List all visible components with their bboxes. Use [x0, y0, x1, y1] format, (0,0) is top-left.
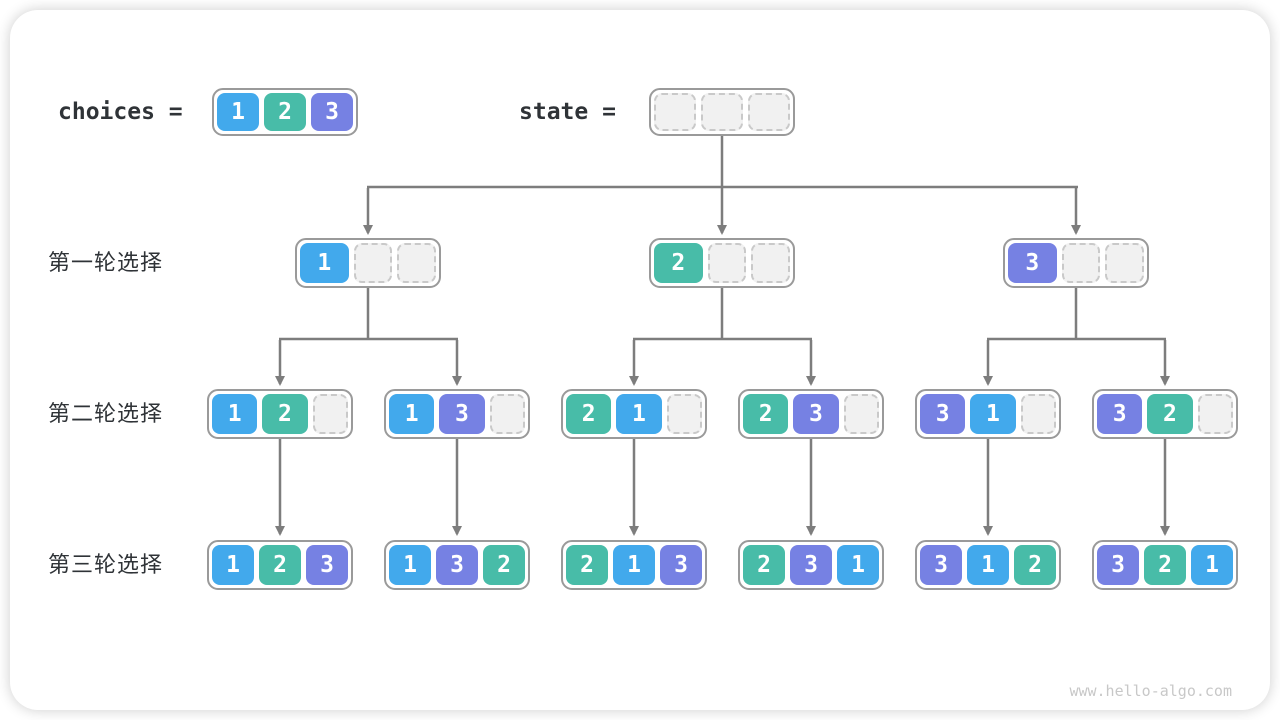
state-cell: 2 [566, 545, 608, 585]
state-node: 2 [649, 238, 795, 288]
state-cell [312, 394, 348, 434]
choices-equals-sign: = [168, 99, 183, 125]
state-cell: 2 [743, 545, 785, 585]
state-cell: 1 [967, 545, 1009, 585]
choices-cell: 2 [264, 93, 306, 131]
state-cell: 3 [1097, 394, 1143, 434]
state-node: 2 3 1 [738, 540, 884, 590]
state-cell: 3 [1097, 545, 1139, 585]
state-cell [1197, 394, 1233, 434]
choices-cell: 1 [217, 93, 259, 131]
state-cell [397, 243, 437, 283]
state-cell: 1 [616, 394, 662, 434]
watermark: www.hello-algo.com [1069, 682, 1232, 700]
state-cell: 2 [654, 243, 703, 283]
state-cell: 1 [389, 545, 431, 585]
state-cell [748, 93, 790, 131]
choices-cell: 3 [311, 93, 353, 131]
state-cell [707, 243, 747, 283]
round-2-label: 第二轮选择 [48, 401, 164, 426]
round-3-label: 第三轮选择 [48, 552, 164, 577]
state-node: 2 1 3 [561, 540, 707, 590]
state-cell [666, 394, 702, 434]
state-node: 3 [1003, 238, 1149, 288]
choices-box: 1 2 3 [212, 88, 358, 136]
state-cell: 3 [790, 545, 832, 585]
state-node: 1 3 [384, 389, 530, 439]
state-cell [701, 93, 743, 131]
state-cell: 2 [262, 394, 308, 434]
state-cell: 2 [566, 394, 612, 434]
state-box [649, 88, 795, 136]
state-node: 3 1 2 [915, 540, 1061, 590]
round-1-label: 第一轮选择 [48, 250, 164, 275]
state-cell: 2 [483, 545, 525, 585]
state-cell [353, 243, 393, 283]
state-cell [654, 93, 696, 131]
state-node: 1 2 [207, 389, 353, 439]
state-cell [1020, 394, 1056, 434]
state-equals-sign: = [602, 99, 616, 125]
state-node: 1 2 3 [207, 540, 353, 590]
state-cell: 1 [970, 394, 1016, 434]
state-node: 3 2 1 [1092, 540, 1238, 590]
state-cell [751, 243, 791, 283]
state-cell: 2 [1144, 545, 1186, 585]
state-cell: 3 [920, 394, 966, 434]
state-cell: 3 [660, 545, 702, 585]
state-cell: 2 [1014, 545, 1056, 585]
state-cell [843, 394, 879, 434]
state-cell: 3 [793, 394, 839, 434]
state-cell: 1 [212, 545, 254, 585]
state-cell: 2 [743, 394, 789, 434]
state-label: state = [519, 88, 616, 136]
choices-label: choices = [58, 88, 183, 136]
state-node: 1 [295, 238, 441, 288]
state-node: 1 3 2 [384, 540, 530, 590]
state-cell: 1 [300, 243, 349, 283]
state-label-text: state [519, 99, 589, 125]
state-cell: 3 [1008, 243, 1057, 283]
state-node: 2 3 [738, 389, 884, 439]
state-cell: 3 [306, 545, 348, 585]
state-cell: 1 [389, 394, 435, 434]
state-cell: 3 [436, 545, 478, 585]
state-cell: 1 [613, 545, 655, 585]
choices-label-text: choices [58, 99, 155, 125]
state-node: 3 1 [915, 389, 1061, 439]
state-cell [489, 394, 525, 434]
state-cell: 2 [259, 545, 301, 585]
state-node: 2 1 [561, 389, 707, 439]
state-cell [1105, 243, 1145, 283]
state-node: 3 2 [1092, 389, 1238, 439]
state-cell [1061, 243, 1101, 283]
state-cell: 1 [1191, 545, 1233, 585]
state-cell: 3 [439, 394, 485, 434]
state-cell: 2 [1147, 394, 1193, 434]
state-cell: 1 [837, 545, 879, 585]
state-cell: 3 [920, 545, 962, 585]
state-cell: 1 [212, 394, 258, 434]
